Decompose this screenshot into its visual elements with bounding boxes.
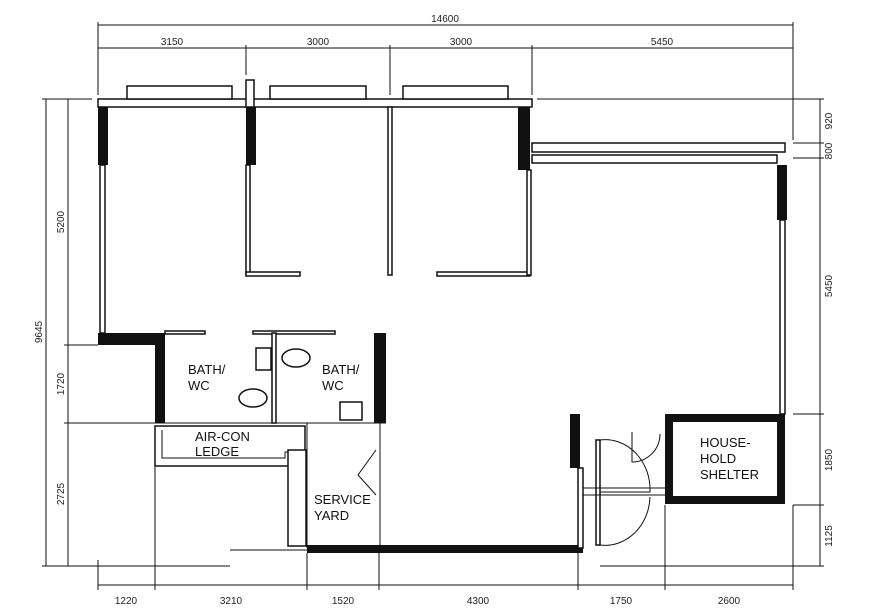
right-dimensions: 920 800 5450 1850 1125: [537, 98, 835, 567]
dim-left-3: 2725: [56, 482, 67, 505]
bath1-label-line1: BATH/: [188, 362, 226, 377]
dim-top-1: 3150: [161, 37, 184, 48]
shelter-label-line3: SHELTER: [700, 467, 759, 482]
walls: [97, 79, 787, 553]
dim-bottom-1: 1220: [115, 596, 138, 607]
dim-right-3: 5450: [824, 274, 835, 297]
dim-top-4: 5450: [651, 37, 674, 48]
dim-right-2: 800: [824, 142, 835, 159]
dim-bottom-6: 2600: [718, 596, 741, 607]
service-label-line2: YARD: [314, 508, 349, 523]
dim-right-4: 1850: [824, 448, 835, 471]
top-dimensions: 14600 3150 3000 3000 5450: [97, 14, 794, 140]
dim-bottom-4: 4300: [467, 596, 490, 607]
shelter-label-line2: HOLD: [700, 451, 736, 466]
dim-top-total: 14600: [431, 14, 459, 25]
dim-top-3: 3000: [450, 37, 473, 48]
aircon-label-line2: LEDGE: [195, 444, 239, 459]
dim-left-1: 5200: [56, 210, 67, 233]
dim-left-2: 1720: [56, 372, 67, 395]
aircon-label-line1: AIR-CON: [195, 429, 250, 444]
dim-bottom-5: 1750: [610, 596, 633, 607]
dim-right-5: 1125: [824, 525, 835, 547]
dim-left-total: 9645: [34, 320, 45, 343]
bath2-label-line1: BATH/: [322, 362, 360, 377]
dim-bottom-3: 1520: [332, 596, 355, 607]
shelter-label-line1: HOUSE-: [700, 435, 751, 450]
left-dimensions: 9645 5200 1720 2725: [34, 98, 230, 567]
bath2-label-line2: WC: [322, 378, 344, 393]
dim-top-2: 3000: [307, 37, 330, 48]
bottom-dimensions: 1220 3210 1520 4300 1750 2600: [97, 465, 794, 607]
bath1-label-line2: WC: [188, 378, 210, 393]
room-labels: BATH/ WC BATH/ WC AIR-CON LEDGE SERVICE …: [188, 362, 759, 523]
dim-bottom-2: 3210: [220, 596, 243, 607]
dim-right-1: 920: [824, 112, 835, 129]
service-label-line1: SERVICE: [314, 492, 371, 507]
